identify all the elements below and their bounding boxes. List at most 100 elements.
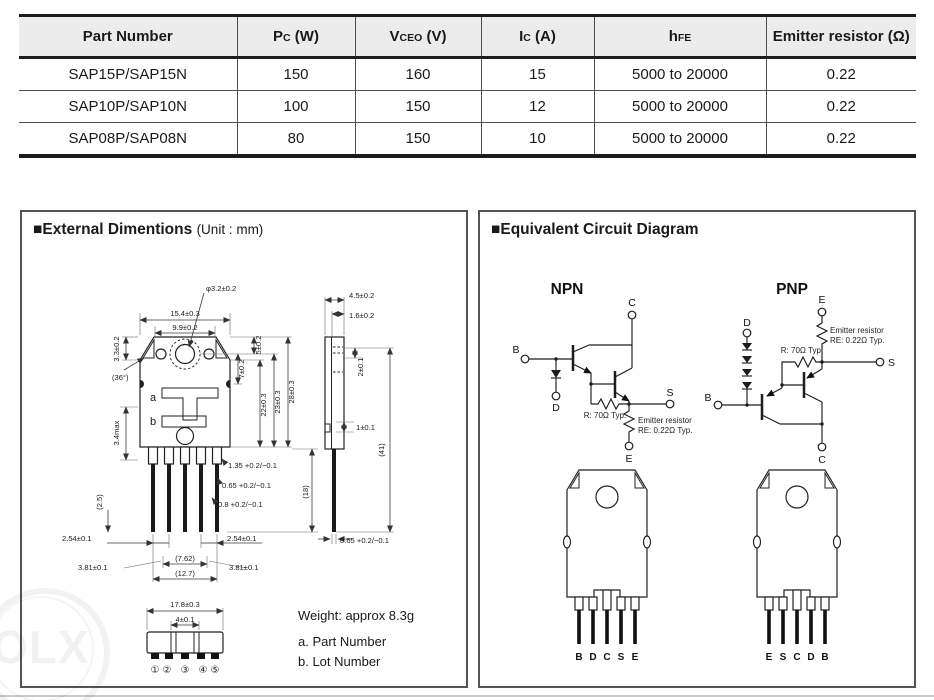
note-a: a. Part Number — [298, 634, 387, 649]
dim-3-4max: 3.4max — [112, 420, 121, 445]
pnp-package: E S C D B — [752, 469, 842, 663]
dim-4: 4±0.1 — [176, 615, 195, 624]
cell-part: SAP10P/SAP10N — [19, 90, 237, 123]
col-pc: PC (W) — [236, 15, 355, 59]
dim-254-left: 2.54±0.1 — [62, 534, 92, 543]
npn-package: B D C S E — [562, 469, 652, 663]
cell-vceo: 160 — [354, 57, 481, 91]
npn-terminal-b: B — [512, 344, 519, 356]
cell-pc: 150 — [236, 57, 355, 91]
dim-254-right: 2.54±0.1 — [227, 534, 257, 543]
spec-table: Part Number PC (W) VCEO (V) IC (A) hFE E… — [19, 14, 916, 158]
dim-3-3: 3.3±0.2 — [112, 336, 121, 361]
dim-1-6: 1.6±0.2 — [349, 311, 374, 320]
label-a: a — [150, 392, 157, 404]
unit-note: (Unit : mm) — [196, 222, 264, 237]
dim-9-9: 9.9±0.2 — [172, 323, 197, 332]
notes: Weight: approx 8.3g a. Part Number b. Lo… — [298, 608, 414, 669]
cell-vceo: 150 — [354, 90, 481, 123]
note-b: b. Lot Number — [298, 654, 381, 669]
pnp-heading: PNP — [776, 281, 808, 298]
equivalent-circuit-panel: ■Equivalent Circuit Diagram NPN PNP C B — [478, 210, 916, 688]
left-hole — [155, 348, 167, 360]
cell-pc: 80 — [236, 122, 355, 156]
dim-side-0-65: 0.65 +0.2/−0.1 — [340, 536, 389, 545]
side-view — [324, 336, 345, 532]
npn-r-label: R: 70Ω Typ. — [584, 411, 626, 420]
side-view-dimensions: 4.5±0.2 1.6±0.2 2±0.1 1±0.1 (41) 0.65 +0… — [318, 291, 394, 545]
dim-23: 23±0.3 — [273, 390, 282, 413]
pnp-terminal-c: C — [818, 454, 826, 466]
pnp-pin-label-4: D — [807, 652, 814, 663]
bottom-view: 17.8±0.3 4±0.1 ① ② ③ ④ ⑤ — [146, 600, 224, 676]
pnp-pin-label-3: C — [793, 652, 800, 663]
pnp-pin-label-5: B — [821, 652, 828, 663]
dim-762: (7.62) — [175, 554, 195, 563]
cell-hfe: 5000 to 20000 — [593, 57, 766, 91]
dim-15-4: 15.4±0.3 — [170, 309, 200, 318]
npn-re-label-2: RE: 0.22Ω Typ. — [638, 426, 692, 435]
col-hfe: hFE — [593, 15, 766, 59]
left-ear-notch — [140, 380, 144, 388]
pnp-circuit: E Emitter resistor RE: 0.22Ω Typ. S R: 7… — [704, 294, 895, 466]
pnp-terminal-d: D — [743, 317, 751, 329]
dim-hole: φ3.2±0.2 — [206, 284, 236, 293]
npn-circuit: C B D — [512, 297, 692, 465]
section-marker: ■ — [491, 221, 501, 238]
dim-17-8: 17.8±0.3 — [170, 600, 200, 609]
cell-re: 0.22 — [765, 90, 916, 123]
front-view: a b — [139, 336, 231, 532]
dim-41: (41) — [377, 443, 386, 457]
dim-2: 2±0.1 — [356, 358, 365, 377]
table-row: SAP15P/SAP15N 150 160 15 5000 to 20000 0… — [19, 57, 916, 91]
col-ic: IC (A) — [480, 15, 594, 59]
cell-re: 0.22 — [765, 122, 916, 156]
npn-terminal-e: E — [625, 453, 632, 465]
cell-part: SAP08P/SAP08N — [19, 122, 237, 156]
pin-number-2: ② — [163, 665, 172, 676]
col-vceo: VCEO (V) — [354, 15, 481, 59]
circuit-panel-title: ■Equivalent Circuit Diagram — [491, 221, 699, 238]
package-hole — [595, 485, 619, 509]
dim-127: (12.7) — [175, 569, 195, 578]
dim-5: 5±0.2 — [254, 336, 263, 355]
npn-re-label-1: Emitter resistor — [638, 416, 692, 425]
dim-22: 22±0.3 — [259, 393, 268, 416]
pnp-terminal-e: E — [818, 294, 825, 306]
npn-terminal-s: S — [666, 387, 673, 399]
circuit-drawing: NPN PNP C B D — [512, 281, 895, 663]
dim-381-left: 3.81±0.1 — [78, 563, 108, 572]
label-b: b — [150, 416, 156, 428]
dim-1: 1±0.1 — [356, 423, 375, 432]
npn-terminal-d: D — [552, 402, 560, 414]
cell-ic: 12 — [480, 90, 594, 123]
front-view-dimensions: 15.4±0.3 9.9±0.2 φ3.2±0.2 3.3±0.2 (36°) … — [95, 284, 296, 533]
pnp-terminal-b: B — [704, 392, 711, 404]
dim-2-5: (2.5) — [95, 494, 104, 510]
package-hole — [785, 485, 809, 509]
npn-pin-label-3: C — [603, 652, 610, 663]
dimension-drawing: a b 15.4±0.3 9.9±0.2 — [62, 284, 414, 676]
pin-number-5: ⑤ — [211, 665, 220, 676]
npn-heading: NPN — [551, 281, 584, 298]
dim-0-65: 0.65 +0.2/−0.1 — [222, 481, 271, 490]
dim-28: 28±0.3 — [287, 380, 296, 403]
pin-number-1: ① — [151, 665, 160, 676]
table-row: SAP10P/SAP10N 100 150 12 5000 to 20000 0… — [19, 90, 916, 123]
npn-pin-label-1: B — [575, 652, 582, 663]
front-pins — [147, 446, 223, 532]
section-marker: ■ — [33, 221, 43, 238]
dim-18: (18) — [301, 485, 310, 499]
pnp-pin-label-1: E — [766, 652, 773, 663]
dim-0-8: 0.8 +0.2/−0.1 — [218, 500, 263, 509]
pin-pitch-dimensions: 2.54±0.1 2.54±0.1 (7.62) 3.81±0.1 3.81±0… — [62, 448, 318, 582]
dim-381-right: 3.81±0.1 — [229, 563, 259, 572]
right-ear-notch — [226, 380, 230, 388]
dim-4-5: 4.5±0.2 — [349, 291, 374, 300]
npn-pin-label-5: E — [632, 652, 639, 663]
bottom-hole — [175, 426, 195, 446]
cell-ic: 15 — [480, 57, 594, 91]
pin-number-4: ④ — [199, 665, 208, 676]
table-row: SAP08P/SAP08N 80 150 10 5000 to 20000 0.… — [19, 122, 916, 156]
col-emitter-resistor: Emitter resistor (Ω) — [765, 15, 916, 59]
